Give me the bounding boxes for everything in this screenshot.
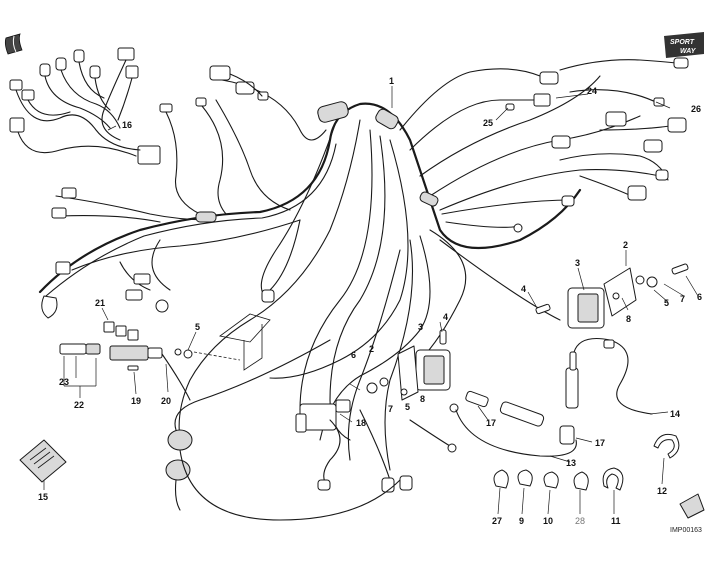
callout-6-center: 6 — [351, 350, 356, 360]
callout-18: 18 — [356, 418, 366, 428]
callout-7-right: 7 — [680, 294, 685, 304]
callout-1: 1 — [389, 76, 394, 86]
callout-5-center: 5 — [405, 402, 410, 412]
right-connectors — [505, 57, 689, 233]
logo-line2: WAY — [680, 48, 697, 55]
callout-3-right: 3 — [575, 258, 580, 268]
callout-3-center: 3 — [418, 322, 423, 332]
callout-10: 10 — [543, 516, 553, 526]
callout-6-right: 6 — [697, 292, 702, 302]
callout-7-center: 7 — [388, 404, 393, 414]
manual-booklet-15 — [19, 439, 67, 483]
callout-20: 20 — [161, 396, 171, 406]
callout-22: 22 — [74, 400, 84, 410]
callout-26: 26 — [691, 104, 701, 114]
callout-11: 11 — [611, 516, 621, 526]
callout-8-right: 8 — [626, 314, 631, 324]
callout-2-right: 2 — [623, 240, 628, 250]
callout-17-right: 17 — [595, 438, 605, 448]
callout-4-right: 4 — [521, 284, 526, 294]
sportway-logo-icon: SPORT WAY — [664, 32, 704, 58]
drawing-code: IMP00163 — [670, 527, 702, 534]
left-connectors — [41, 65, 275, 319]
callout-13: 13 — [566, 458, 576, 468]
callout-17-left: 17 — [486, 418, 496, 428]
bracket-outline — [193, 313, 271, 371]
callout-16: 16 — [122, 120, 132, 130]
fuse-box-18 — [295, 399, 457, 493]
callout-24: 24 — [587, 86, 597, 96]
callout-4-center: 4 — [443, 312, 448, 322]
callout-8-center: 8 — [420, 394, 425, 404]
spark-plugs-17 — [449, 390, 577, 457]
callout-labels: 1 2 2 3 3 4 4 5 5 5 6 6 7 7 8 8 9 10 11 … — [38, 76, 702, 526]
relay-3-right — [535, 263, 689, 329]
callout-27: 27 — [492, 516, 502, 526]
relay-3-center — [366, 329, 451, 401]
callout-23: 23 — [59, 377, 69, 387]
callout-15: 15 — [38, 492, 48, 502]
leader-lines — [43, 86, 699, 515]
callout-2-center: 2 — [369, 344, 374, 354]
lambda-sensor-14 — [565, 337, 653, 415]
callout-9: 9 — [519, 516, 524, 526]
cable-clamps — [493, 433, 705, 519]
callout-21: 21 — [95, 298, 105, 308]
lower-left-plugs — [165, 429, 401, 521]
manual-pages-icon — [4, 33, 23, 55]
logo-line1: SPORT — [670, 39, 695, 46]
callout-25: 25 — [483, 118, 493, 128]
callout-19: 19 — [131, 396, 141, 406]
connector-cluster-16 — [9, 47, 227, 215]
callout-14: 14 — [670, 409, 680, 419]
callout-5-right: 5 — [664, 298, 669, 308]
callout-5-left: 5 — [195, 322, 200, 332]
fuse-holders-21-23-19 — [59, 321, 193, 401]
callout-12: 12 — [657, 486, 667, 496]
main-harness-1 — [38, 59, 685, 471]
callout-28: 28 — [575, 516, 585, 526]
